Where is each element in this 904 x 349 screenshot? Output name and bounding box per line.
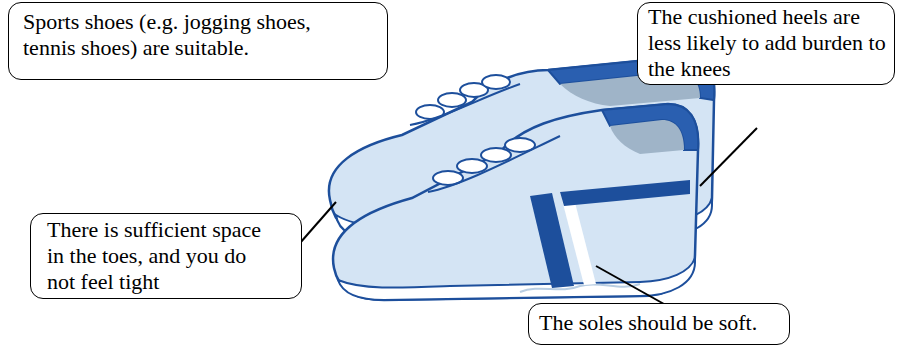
callout-text: Sports shoes (e.g. jogging shoes, tennis… — [23, 9, 331, 61]
callout-text: The soles should be soft. — [539, 310, 785, 336]
callout-box: Sports shoes (e.g. jogging shoes, tennis… — [8, 2, 388, 80]
leader-line — [596, 266, 664, 304]
callout-box: The cushioned heels are less likely to a… — [637, 2, 895, 85]
callout-box: There is sufficient space in the toes, a… — [30, 213, 302, 299]
leader-line — [300, 202, 336, 243]
callout-box: The soles should be soft. — [528, 303, 790, 345]
callout-text: There is sufficient space in the toes, a… — [47, 217, 279, 295]
callout-text: The cushioned heels are less likely to a… — [648, 4, 890, 82]
front-shoe — [333, 104, 698, 300]
leader-line — [700, 128, 757, 186]
